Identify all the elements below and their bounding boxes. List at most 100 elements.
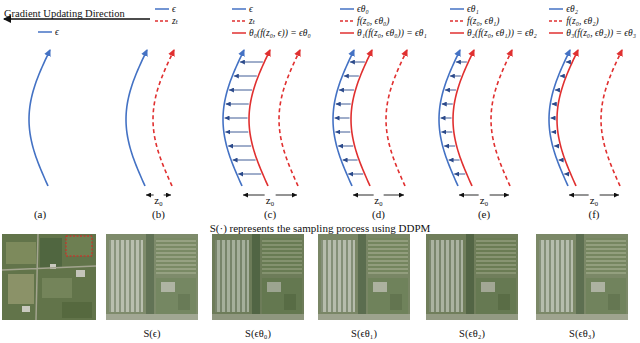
- generated-image: [318, 234, 410, 320]
- legend: ϵθ₂f(z₀, ϵθ₂)θ₃(f(z₀, ϵθ₂)) = ϵθ₃: [549, 3, 636, 39]
- label-box: S(ϵ): [142, 322, 161, 341]
- gradient-arrow: [555, 90, 560, 91]
- predicted-noise-curve: [351, 50, 372, 186]
- gradient-arrow: [551, 132, 556, 133]
- gradient-arrow: [551, 118, 556, 119]
- legend-sample: [549, 30, 563, 36]
- legend-item: f(z₀, ϵθ₁): [450, 15, 537, 27]
- legend-sample-line: [232, 20, 246, 22]
- legend-item: ϵθ₁: [450, 3, 537, 15]
- aerial-image: [6, 242, 36, 264]
- noisy-latent-curve: [279, 50, 300, 186]
- panel-label: (d): [371, 208, 386, 220]
- image-caption: S(ϵθ₁): [350, 328, 378, 339]
- legend-text: f(z₀, ϵθ₂): [566, 15, 599, 27]
- legend-item: θ₀(f(z₀, ϵ)) = ϵθ₀: [232, 27, 311, 39]
- noisy-latent-curve: [386, 50, 407, 186]
- legend-sample-line: [450, 8, 464, 10]
- gradient-arrow: [445, 90, 456, 91]
- legend-sample: [549, 6, 563, 12]
- gradient-arrow: [566, 62, 571, 63]
- legend-item: θ₂(f(z₀, ϵθ₁)) = ϵθ₂: [450, 27, 537, 39]
- label-box: (b): [151, 203, 166, 222]
- legend-sample: [549, 18, 563, 24]
- legend-text: ϵ: [55, 26, 59, 38]
- legend-item: ϵθ₀: [340, 3, 427, 15]
- gradient-arrow: [350, 62, 365, 63]
- gradient-arrow: [343, 160, 358, 161]
- gradient-arrow: [552, 104, 557, 105]
- label-box: z₀: [373, 189, 384, 208]
- aerial-image: [62, 302, 92, 318]
- generated-image: [536, 234, 628, 320]
- aerial-image: [66, 236, 92, 256]
- generated-image: [426, 234, 518, 320]
- gradient-arrow: [228, 146, 251, 147]
- legend-item: θ₃(f(z₀, ϵθ₂)) = ϵθ₃: [549, 27, 636, 39]
- legend-item: zₜ: [155, 15, 178, 27]
- legend: ϵzₜθ₀(f(z₀, ϵ)) = ϵθ₀: [232, 3, 311, 39]
- legend-sample-line: [340, 32, 354, 34]
- predicted-noise-curve: [249, 50, 270, 186]
- noisy-latent-curve: [601, 50, 622, 186]
- legend-sample-line: [549, 8, 563, 10]
- curves: [29, 50, 622, 195]
- gradient-arrow: [456, 62, 467, 63]
- direction-label: Gradient Updating Direction: [3, 8, 126, 19]
- legend-text: ϵθ₁: [467, 3, 479, 15]
- gradient-arrow: [229, 90, 252, 91]
- aerial-image: [8, 274, 34, 304]
- gradient-arrow: [233, 160, 256, 161]
- label-box: (c): [263, 203, 277, 222]
- aerial-image: [2, 234, 96, 320]
- legend-sample: [232, 18, 246, 24]
- legend: ϵθ₀f(z₀, ϵθ₀)θ₁(f(z₀, ϵθ₀)) = ϵθ₁: [340, 3, 427, 39]
- predicted-noise-curve: [557, 50, 578, 186]
- legend-sample-line: [155, 20, 169, 22]
- legend-item: ϵ: [38, 26, 59, 38]
- legend-sample: [450, 18, 464, 24]
- aerial-image: [2, 234, 96, 320]
- legend-text: zₜ: [172, 15, 178, 27]
- noisy-latent-curve: [491, 50, 512, 186]
- legend-text: ϵθ₀: [357, 3, 369, 15]
- legend-item: f(z₀, ϵθ₂): [549, 15, 636, 27]
- label-box: z₀: [479, 189, 490, 208]
- gradient-arrow: [449, 160, 460, 161]
- legend-sample: [450, 6, 464, 12]
- predicted-noise-curve: [453, 50, 474, 186]
- generated-image: [106, 234, 628, 320]
- legend-sample: [340, 18, 354, 24]
- gradient-arrow: [560, 76, 565, 77]
- legend-sample: [340, 6, 354, 12]
- generated-image: [536, 234, 628, 320]
- legend: ϵ: [38, 26, 59, 38]
- generated-image: [318, 234, 410, 320]
- image-caption: S(ϵθ₂): [458, 328, 486, 339]
- dimension-label: z₀: [153, 194, 164, 206]
- legend-item: ϵ: [232, 3, 311, 15]
- epsilon-curve: [439, 50, 460, 186]
- gradient-arrow: [348, 174, 363, 175]
- gradient-arrow: [344, 76, 359, 77]
- legend-text: zₜ: [249, 15, 255, 27]
- noisy-latent-curve: [153, 50, 174, 186]
- legend-sample-line: [549, 20, 563, 22]
- legend-sample-line: [340, 8, 354, 10]
- gradient-arrow: [442, 104, 453, 105]
- aerial-image: [42, 278, 72, 298]
- image-caption: S(ϵθ₃): [568, 328, 596, 339]
- image-caption: S(ϵ): [142, 328, 161, 339]
- dimension-label: z₀: [589, 194, 600, 206]
- legend-text: f(z₀, ϵθ₀): [357, 15, 390, 27]
- gradient-arrow: [335, 118, 350, 119]
- legend-sample-line: [340, 20, 354, 22]
- label-box: S(·) represents the sampling process usi…: [209, 217, 432, 236]
- legend-text: θ₃(f(z₀, ϵθ₂)) = ϵθ₃: [566, 27, 636, 39]
- legend-text: θ₂(f(z₀, ϵθ₁)) = ϵθ₂: [467, 27, 537, 39]
- gradient-arrow: [444, 146, 455, 147]
